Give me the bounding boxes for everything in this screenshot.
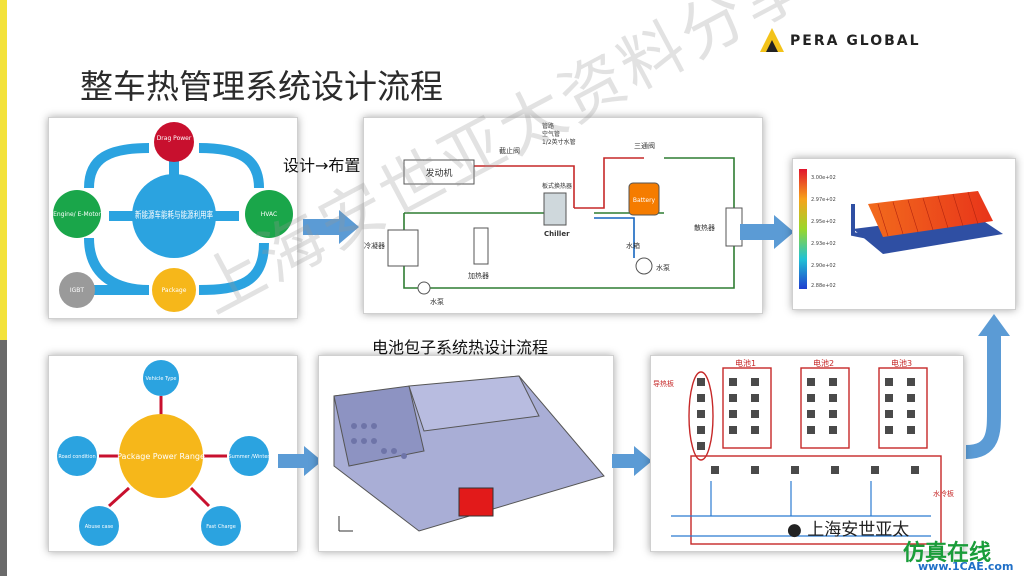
watermark-site-name: 仿真在线 [903, 541, 992, 566]
package-power-diagram: Package Power Range Vehicle Type Road co… [57, 360, 271, 546]
watermark-chat: ● 上海安世亚太 [787, 515, 909, 540]
scale-label-3: 2.93e+02 [811, 241, 836, 247]
label-center: 新能源车能耗与能源利用率 [135, 209, 213, 221]
node-center [132, 174, 216, 258]
energy-diagram-panel: Drag Power 新能源车能耗与能源利用率 Engine/ E-Motor … [48, 117, 298, 319]
label-three-way: 三通阀 [634, 141, 655, 150]
node-road [57, 436, 97, 476]
legend-2: 空气管 [542, 130, 560, 138]
label-cell-3: 电池3 [891, 358, 912, 368]
chat-icon: ● [787, 520, 802, 540]
node-summer [229, 436, 269, 476]
node-vehicle [143, 360, 179, 396]
node-fast [201, 506, 241, 546]
color-scale-bar [799, 169, 807, 289]
scale-label-2: 2.95e+02 [811, 219, 836, 225]
label-engine-box: 发动机 [425, 167, 452, 179]
flow-arrow [84, 237, 150, 295]
scale-label-1: 2.97e+02 [811, 197, 836, 203]
node-drag [154, 122, 194, 162]
watermark-site-url: www.1CAE.com [918, 560, 1014, 573]
label-cell-1: 电池1 [735, 358, 756, 368]
label-package: Package [162, 287, 187, 294]
thermal-contour-image: 3.00e+02 2.97e+02 2.95e+02 2.93e+02 2.90… [799, 169, 1003, 289]
up-arrow-icon [965, 314, 1010, 459]
battery-pack-model [333, 375, 605, 532]
label-tank: 水箱 [626, 241, 640, 250]
label-valve: 截止阀 [499, 146, 520, 155]
flow-arrow [198, 143, 264, 189]
flow-arrow [198, 242, 269, 295]
logo-text: PERA GLOBAL [790, 33, 921, 49]
battery-layout-diagram: 电池1 电池2 电池3 导热板 水冷板 [653, 358, 954, 545]
node-abuse [79, 506, 119, 546]
right-arrow-icon [612, 446, 652, 476]
right-arrow-icon [303, 210, 359, 244]
power-diagram-panel: Package Power Range Vehicle Type Road co… [48, 355, 298, 552]
watermark-chat-text: 上海安世亚太 [807, 520, 910, 540]
node-package-power [119, 414, 203, 498]
page-title: 整车热管理系统设计流程 [80, 67, 443, 106]
right-arrow-icon [278, 446, 322, 476]
label-radiator: 散热器 [694, 223, 715, 232]
contour-panel: 3.00e+02 2.97e+02 2.95e+02 2.93e+02 2.90… [792, 158, 1016, 310]
label-engine: Engine/ E-Motor [53, 211, 101, 218]
flow-arrow [84, 143, 150, 189]
node-package [152, 268, 196, 312]
label-drag: Drag Power [157, 135, 192, 142]
label-fast: Fast Charge [206, 524, 236, 530]
accent-bar-bottom [0, 340, 7, 576]
legend-3: 1/2英寸水管 [542, 138, 576, 146]
schematic-panel: 发动机 截止阀 板式换热器 Chiller 冷凝器 加热器 Battery 水泵… [363, 117, 763, 314]
label-abuse: Abuse case [85, 524, 114, 530]
label-road: Road condition [58, 454, 95, 460]
scale-label-0: 3.00e+02 [811, 175, 836, 181]
label-design-layout: 设计→布置 [283, 156, 361, 175]
label-package-power: Package Power Range [117, 452, 205, 461]
label-conductor: 导热板 [653, 379, 674, 388]
pera-logo-icon [760, 28, 784, 52]
thermal-schematic: 发动机 截止阀 板式换热器 Chiller 冷凝器 加热器 Battery 水泵… [364, 122, 743, 306]
node-hvac [245, 190, 293, 238]
label-pump-left: 水泵 [430, 297, 444, 306]
scale-label-5: 2.88e+02 [811, 283, 836, 289]
accent-bar-top [0, 0, 7, 340]
label-heater: 加热器 [468, 271, 489, 280]
label-vehicle: Vehicle Type [146, 376, 177, 382]
label-condenser: 冷凝器 [364, 241, 385, 250]
node-engine [53, 190, 101, 238]
label-heat-exchanger: 板式换热器 [542, 182, 572, 190]
highlight-region [458, 487, 494, 517]
label-pump: 水泵 [656, 263, 670, 272]
label-cell-2: 电池2 [813, 358, 834, 368]
battery-layout-panel: 电池1 电池2 电池3 导热板 水冷板 [650, 355, 964, 552]
battery-pack-panel [318, 355, 614, 552]
right-arrow-icon [740, 215, 794, 249]
energy-diagram: Drag Power 新能源车能耗与能源利用率 Engine/ E-Motor … [53, 122, 293, 312]
scale-label-4: 2.90e+02 [811, 263, 836, 269]
label-summer: Summer /Winter [229, 454, 271, 460]
label-hvac: HVAC [261, 211, 277, 218]
legend-1: 管路 [542, 122, 554, 130]
label-battery-flow: 电池包子系统热设计流程 [372, 338, 549, 357]
node-igbt [59, 272, 95, 308]
label-cold-plate: 水冷板 [933, 489, 954, 498]
label-igbt: IGBT [70, 287, 85, 294]
label-battery: Battery [633, 197, 656, 204]
label-chiller: Chiller [544, 230, 570, 238]
